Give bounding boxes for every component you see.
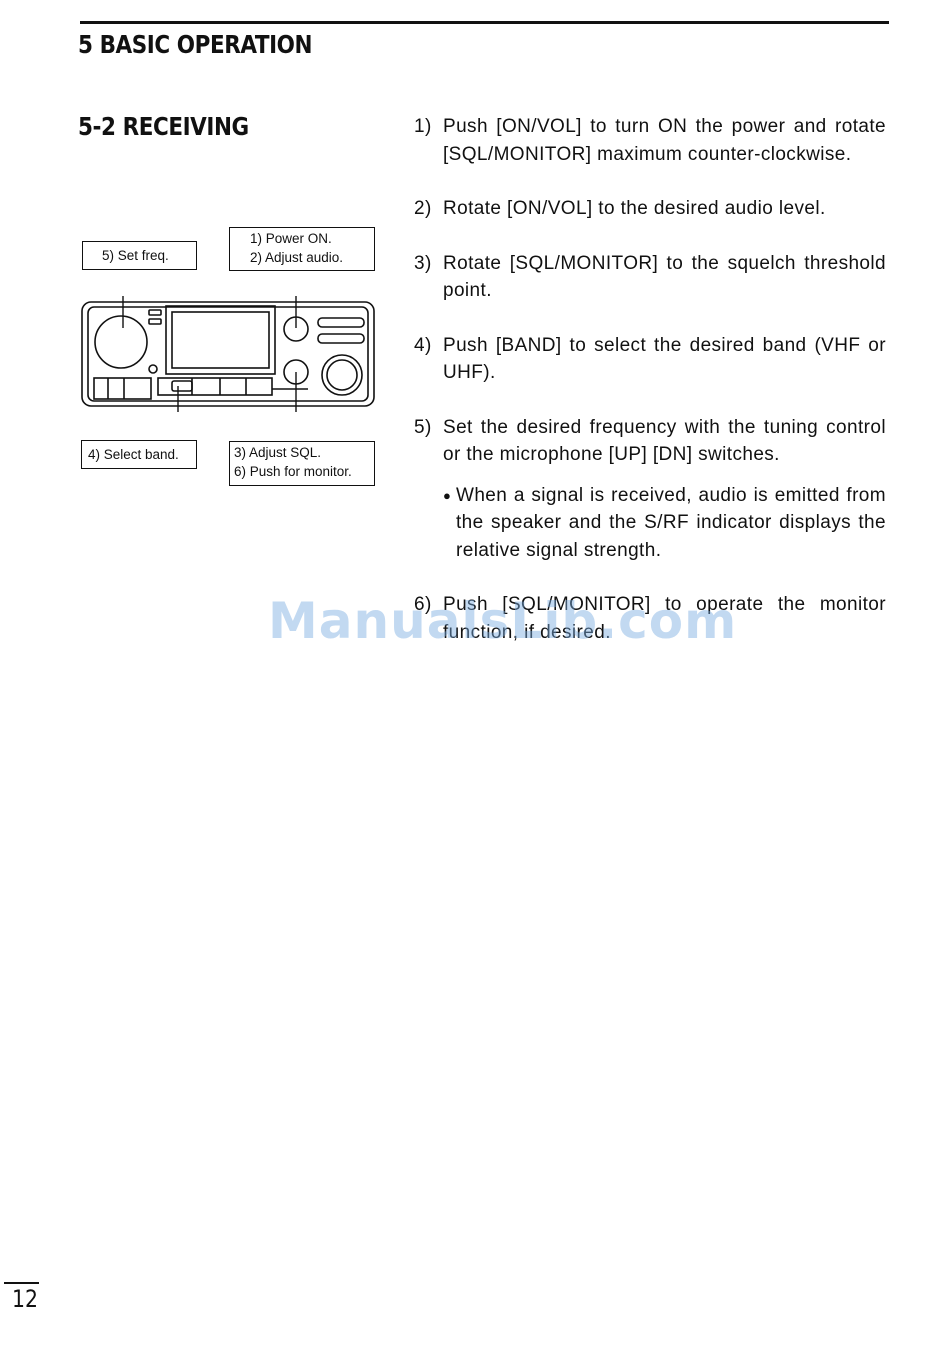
step-text: Push [ON/VOL] to turn ON the power and r…	[443, 116, 886, 165]
step-number: 6)	[414, 594, 432, 615]
radio-front-panel-diagram	[81, 296, 375, 412]
step-text: Set the desired frequency with the tunin…	[443, 416, 886, 466]
page-number: 12	[12, 1285, 38, 1313]
callout-adjust-sql-label: 3) Adjust SQL.	[234, 445, 322, 460]
callout-power-audio: 1) Power ON. 2) Adjust audio.	[229, 227, 375, 271]
signal-note: ● When a signal is received, audio is em…	[443, 482, 886, 565]
main-knob-icon	[321, 354, 363, 396]
callout-sql-monitor: 3) Adjust SQL. 6) Push for monitor.	[229, 441, 375, 486]
step-number: 2)	[414, 198, 432, 219]
receiving-steps: 1) Push [ON/VOL] to turn ON the power an…	[414, 113, 886, 673]
callout-select-band-label: 4) Select band.	[88, 447, 179, 462]
callout-push-monitor-label: 6) Push for monitor.	[234, 464, 352, 479]
page-number-rule	[4, 1282, 39, 1284]
callout-adjust-audio-label: 2) Adjust audio.	[250, 250, 344, 265]
step-4: 4) Push [BAND] to select the desired ban…	[414, 332, 886, 387]
step-number: 4)	[414, 334, 432, 356]
step-6: 6) Push [SQL/MONITOR] to operate the mon…	[414, 591, 886, 646]
chapter-title: 5 BASIC OPERATION	[78, 30, 313, 59]
step-text: Rotate [ON/VOL] to the desired audio lev…	[443, 198, 826, 219]
callout-power-on-label: 1) Power ON.	[250, 231, 332, 246]
callout-select-band: 4) Select band.	[81, 440, 197, 469]
callout-set-freq: 5) Set freq.	[82, 241, 197, 270]
band-button-icon	[171, 380, 193, 392]
step-number: 3)	[414, 252, 432, 274]
step-5: 5) Set the desired frequency with the tu…	[414, 414, 886, 469]
callout-set-freq-label: 5) Set freq.	[102, 248, 169, 263]
step-number: 5)	[414, 416, 432, 438]
bullet-icon: ●	[443, 487, 452, 503]
step-text: Push [SQL/MONITOR] to operate the monito…	[443, 594, 886, 643]
top-rule	[80, 21, 889, 24]
tuning-dial-icon	[94, 315, 148, 369]
step-3: 3) Rotate [SQL/MONITOR] to the squelch t…	[414, 250, 886, 305]
step-text: Push [BAND] to select the desired band (…	[443, 334, 886, 384]
note-text: When a signal is received, audio is emit…	[456, 484, 886, 561]
step-text: Rotate [SQL/MONITOR] to the squelch thre…	[443, 252, 886, 302]
step-number: 1)	[414, 116, 432, 137]
step-1: 1) Push [ON/VOL] to turn ON the power an…	[414, 113, 886, 168]
step-2: 2) Rotate [ON/VOL] to the desired audio …	[414, 195, 886, 223]
section-title: 5-2 RECEIVING	[78, 112, 249, 141]
